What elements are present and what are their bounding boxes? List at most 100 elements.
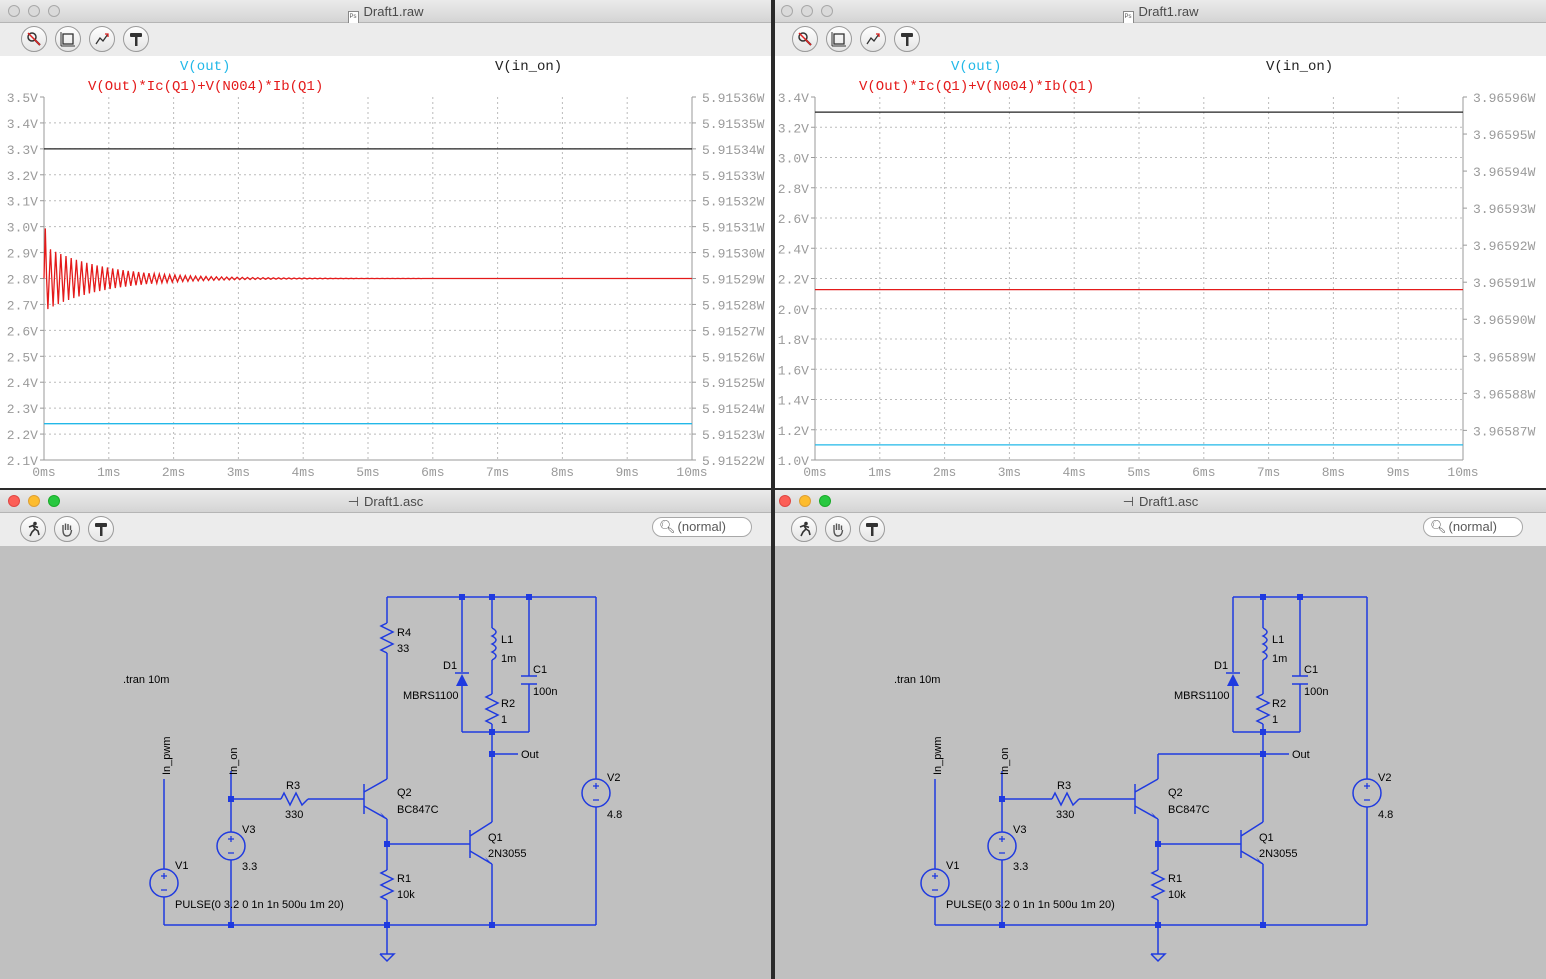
r3-label[interactable]: R3: [286, 780, 300, 792]
run-button[interactable]: [20, 516, 46, 542]
v2-value[interactable]: 4.8: [607, 809, 622, 821]
pan-button[interactable]: [860, 26, 886, 52]
r4-value[interactable]: 33: [397, 643, 409, 655]
circuit-diagram[interactable]: .tran 10m In_pwm In_on Out R3 330 R4 33 …: [0, 546, 771, 979]
v3-value[interactable]: 3.3: [1013, 861, 1028, 873]
schematic-canvas[interactable]: .tran 10m In_pwm In_on Out R3 330 R4 33 …: [0, 546, 771, 979]
minimize-button[interactable]: [28, 495, 40, 507]
netlabel-out[interactable]: Out: [521, 749, 539, 761]
l1-value[interactable]: 1m: [501, 653, 516, 665]
r2-label[interactable]: R2: [501, 698, 515, 710]
r2-label[interactable]: R2: [1272, 698, 1286, 710]
autorange-button[interactable]: [55, 26, 81, 52]
autorange-button[interactable]: [826, 26, 852, 52]
v3-label[interactable]: V3: [242, 824, 255, 836]
r1-value[interactable]: 10k: [397, 889, 415, 901]
title-bar[interactable]: ⊣Draft1.asc: [0, 490, 771, 513]
v2-label[interactable]: V2: [607, 772, 620, 784]
schematic-canvas[interactable]: .tran 10m In_pwm In_on Out R3 330 R1 10k…: [775, 546, 1546, 979]
zoom-button[interactable]: [821, 5, 833, 17]
close-button[interactable]: [8, 495, 20, 507]
minimize-button[interactable]: [799, 495, 811, 507]
r1-value[interactable]: 10k: [1168, 889, 1186, 901]
q1-label[interactable]: Q1: [1259, 832, 1274, 844]
pan-button[interactable]: [89, 26, 115, 52]
d1-label[interactable]: D1: [443, 660, 457, 672]
run-button[interactable]: [791, 516, 817, 542]
close-button[interactable]: [781, 5, 793, 17]
v1-label[interactable]: V1: [175, 860, 188, 872]
waveform-pane[interactable]: V(out) V(in_on) V(Out)*Ic(Q1)+V(N004)*Ib…: [0, 56, 771, 488]
r1-label[interactable]: R1: [397, 873, 411, 885]
r4-label[interactable]: R4: [397, 627, 411, 639]
zoom-full-button[interactable]: [792, 26, 818, 52]
search-field[interactable]: 🔍︎(normal): [652, 517, 752, 537]
circuit-diagram[interactable]: .tran 10m In_pwm In_on Out R3 330 R1 10k…: [775, 546, 1546, 979]
v2-label[interactable]: V2: [1378, 772, 1391, 784]
search-field[interactable]: 🔍︎(normal): [1423, 517, 1523, 537]
netlabel-in-pwm[interactable]: In_pwm: [932, 736, 944, 775]
r2-value[interactable]: 1: [1272, 714, 1278, 726]
v1-value[interactable]: PULSE(0 3.2 0 1n 1n 500u 1m 20): [946, 899, 1115, 911]
zoom-button[interactable]: [819, 495, 831, 507]
trace-label-vin-on[interactable]: V(in_on): [1266, 59, 1334, 75]
l1-value[interactable]: 1m: [1272, 653, 1287, 665]
netlabel-out[interactable]: Out: [1292, 749, 1310, 761]
d1-value[interactable]: MBRS1100: [403, 690, 458, 702]
c1-label[interactable]: C1: [533, 664, 547, 676]
zoom-button[interactable]: [48, 495, 60, 507]
q1-value[interactable]: 2N3055: [488, 848, 527, 860]
trace-label-power[interactable]: V(Out)*Ic(Q1)+V(N004)*Ib(Q1): [859, 79, 1095, 95]
probe-button[interactable]: [894, 26, 920, 52]
v1-label[interactable]: V1: [946, 860, 959, 872]
minimize-button[interactable]: [28, 5, 40, 17]
close-button[interactable]: [779, 495, 791, 507]
probe-button[interactable]: [123, 26, 149, 52]
trace-label-power[interactable]: V(Out)*Ic(Q1)+V(N004)*Ib(Q1): [88, 79, 324, 95]
zoom-button[interactable]: [48, 5, 60, 17]
c1-label[interactable]: C1: [1304, 664, 1318, 676]
v3-value[interactable]: 3.3: [242, 861, 257, 873]
v1-value[interactable]: PULSE(0 3.2 0 1n 1n 500u 1m 20): [175, 899, 344, 911]
probe-button[interactable]: [859, 516, 885, 542]
q1-value[interactable]: 2N3055: [1259, 848, 1298, 860]
trace-label-vout[interactable]: V(out): [951, 59, 1002, 75]
d1-value[interactable]: MBRS1100: [1174, 690, 1229, 702]
netlabel-in-on[interactable]: In_on: [228, 747, 240, 775]
r1-label[interactable]: R1: [1168, 873, 1182, 885]
title-bar[interactable]: ⊣Draft1.asc: [775, 490, 1546, 513]
c1-value[interactable]: 100n: [533, 686, 557, 698]
v2-value[interactable]: 4.8: [1378, 809, 1393, 821]
q1-label[interactable]: Q1: [488, 832, 503, 844]
close-button[interactable]: [8, 5, 20, 17]
trace-label-vin-on[interactable]: V(in_on): [495, 59, 563, 75]
minimize-button[interactable]: [801, 5, 813, 17]
q2-label[interactable]: Q2: [397, 787, 412, 799]
d1-label[interactable]: D1: [1214, 660, 1228, 672]
q2-label[interactable]: Q2: [1168, 787, 1183, 799]
zoom-full-button[interactable]: [21, 26, 47, 52]
netlabel-in-pwm[interactable]: In_pwm: [161, 736, 173, 775]
tran-directive[interactable]: .tran 10m: [123, 674, 169, 686]
trace-label-vout[interactable]: V(out): [180, 59, 231, 75]
halt-button[interactable]: [825, 516, 851, 542]
l1-label[interactable]: L1: [501, 634, 513, 646]
l1-label[interactable]: L1: [1272, 634, 1284, 646]
waveform-pane[interactable]: V(out) V(in_on) V(Out)*Ic(Q1)+V(N004)*Ib…: [775, 56, 1546, 488]
v3-label[interactable]: V3: [1013, 824, 1026, 836]
r3-label[interactable]: R3: [1057, 780, 1071, 792]
r2-value[interactable]: 1: [501, 714, 507, 726]
q2-value[interactable]: BC847C: [397, 804, 439, 816]
q2-value[interactable]: BC847C: [1168, 804, 1210, 816]
halt-button[interactable]: [54, 516, 80, 542]
tran-directive[interactable]: .tran 10m: [894, 674, 940, 686]
probe-button[interactable]: [88, 516, 114, 542]
netlabel-in-on[interactable]: In_on: [999, 747, 1011, 775]
c1-value[interactable]: 100n: [1304, 686, 1328, 698]
r3-value[interactable]: 330: [285, 809, 303, 821]
r3-value[interactable]: 330: [1056, 809, 1074, 821]
